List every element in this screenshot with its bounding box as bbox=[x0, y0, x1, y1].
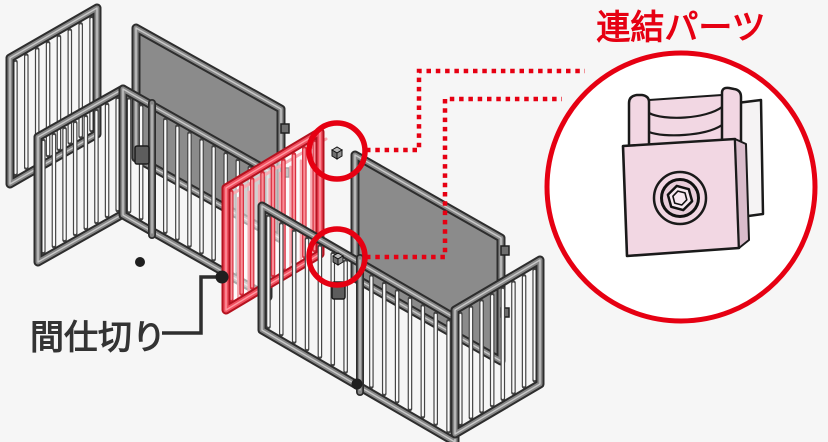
partition-leader-dot bbox=[215, 270, 229, 284]
connector-parts-label: 連結パーツ bbox=[596, 8, 766, 48]
dotted-leader-bottom bbox=[366, 96, 562, 260]
partition-label: 間仕切り bbox=[30, 318, 166, 358]
connector-cube-bottom-icon bbox=[332, 252, 344, 266]
connector-part-illustration bbox=[621, 86, 765, 258]
hex-bolt-icon bbox=[652, 170, 708, 226]
highlight-circle-top bbox=[306, 120, 368, 182]
magnifier bbox=[544, 50, 818, 324]
panel-end-right bbox=[450, 255, 545, 439]
playpen-panels bbox=[5, 3, 545, 442]
panel-end-left bbox=[33, 84, 128, 267]
highlight-circle-bottom bbox=[306, 226, 368, 288]
partition-leader bbox=[162, 270, 229, 335]
panel-front-right bbox=[257, 201, 460, 442]
caster-wheel-icon bbox=[135, 257, 145, 267]
dotted-leader-top bbox=[366, 68, 585, 153]
connector-cube-top-icon bbox=[331, 146, 343, 160]
connector-highlights bbox=[306, 68, 585, 288]
